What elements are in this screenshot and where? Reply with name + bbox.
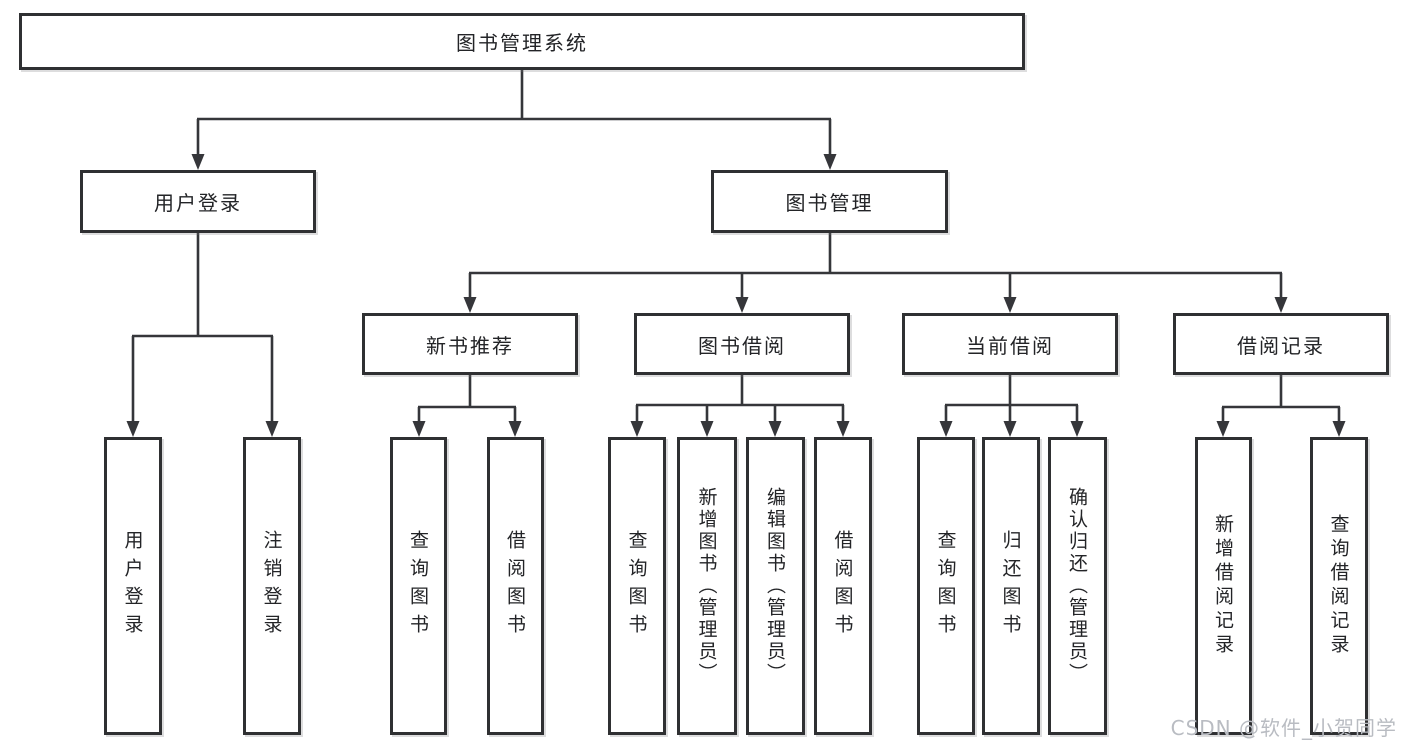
- leaf-return-books: 归还图书: [982, 437, 1040, 735]
- leaf-logout: 注销登录: [243, 437, 301, 735]
- node-book-borrow: 图书借阅: [634, 313, 850, 375]
- csdn-watermark: CSDN @软件_小贺同学: [1170, 716, 1397, 740]
- leaf-query-borrow-record: 查询借阅记录: [1310, 437, 1368, 735]
- leaf-borrow-books: 借阅图书: [814, 437, 872, 735]
- leaf-confirm-return-admin: 确认归还（管理员）: [1048, 437, 1107, 735]
- node-root-system: 图书管理系统: [19, 13, 1025, 70]
- node-current-borrow: 当前借阅: [902, 313, 1118, 375]
- leaf-edit-books-admin: 编辑图书（管理员）: [746, 437, 805, 735]
- leaf-borrow-query-books: 查询图书: [608, 437, 666, 735]
- leaf-add-borrow-record: 新增借阅记录: [1195, 437, 1252, 735]
- leaf-recommend-query-books: 查询图书: [390, 437, 447, 735]
- leaf-user-login: 用户登录: [104, 437, 162, 735]
- leaf-add-books-admin: 新增图书（管理员）: [677, 437, 737, 735]
- leaf-recommend-borrow-books: 借阅图书: [487, 437, 544, 735]
- node-user-login: 用户登录: [80, 170, 316, 233]
- node-borrow-records: 借阅记录: [1173, 313, 1389, 375]
- node-new-book-recommend: 新书推荐: [362, 313, 578, 375]
- node-book-management: 图书管理: [711, 170, 948, 233]
- leaf-current-query-books: 查询图书: [917, 437, 975, 735]
